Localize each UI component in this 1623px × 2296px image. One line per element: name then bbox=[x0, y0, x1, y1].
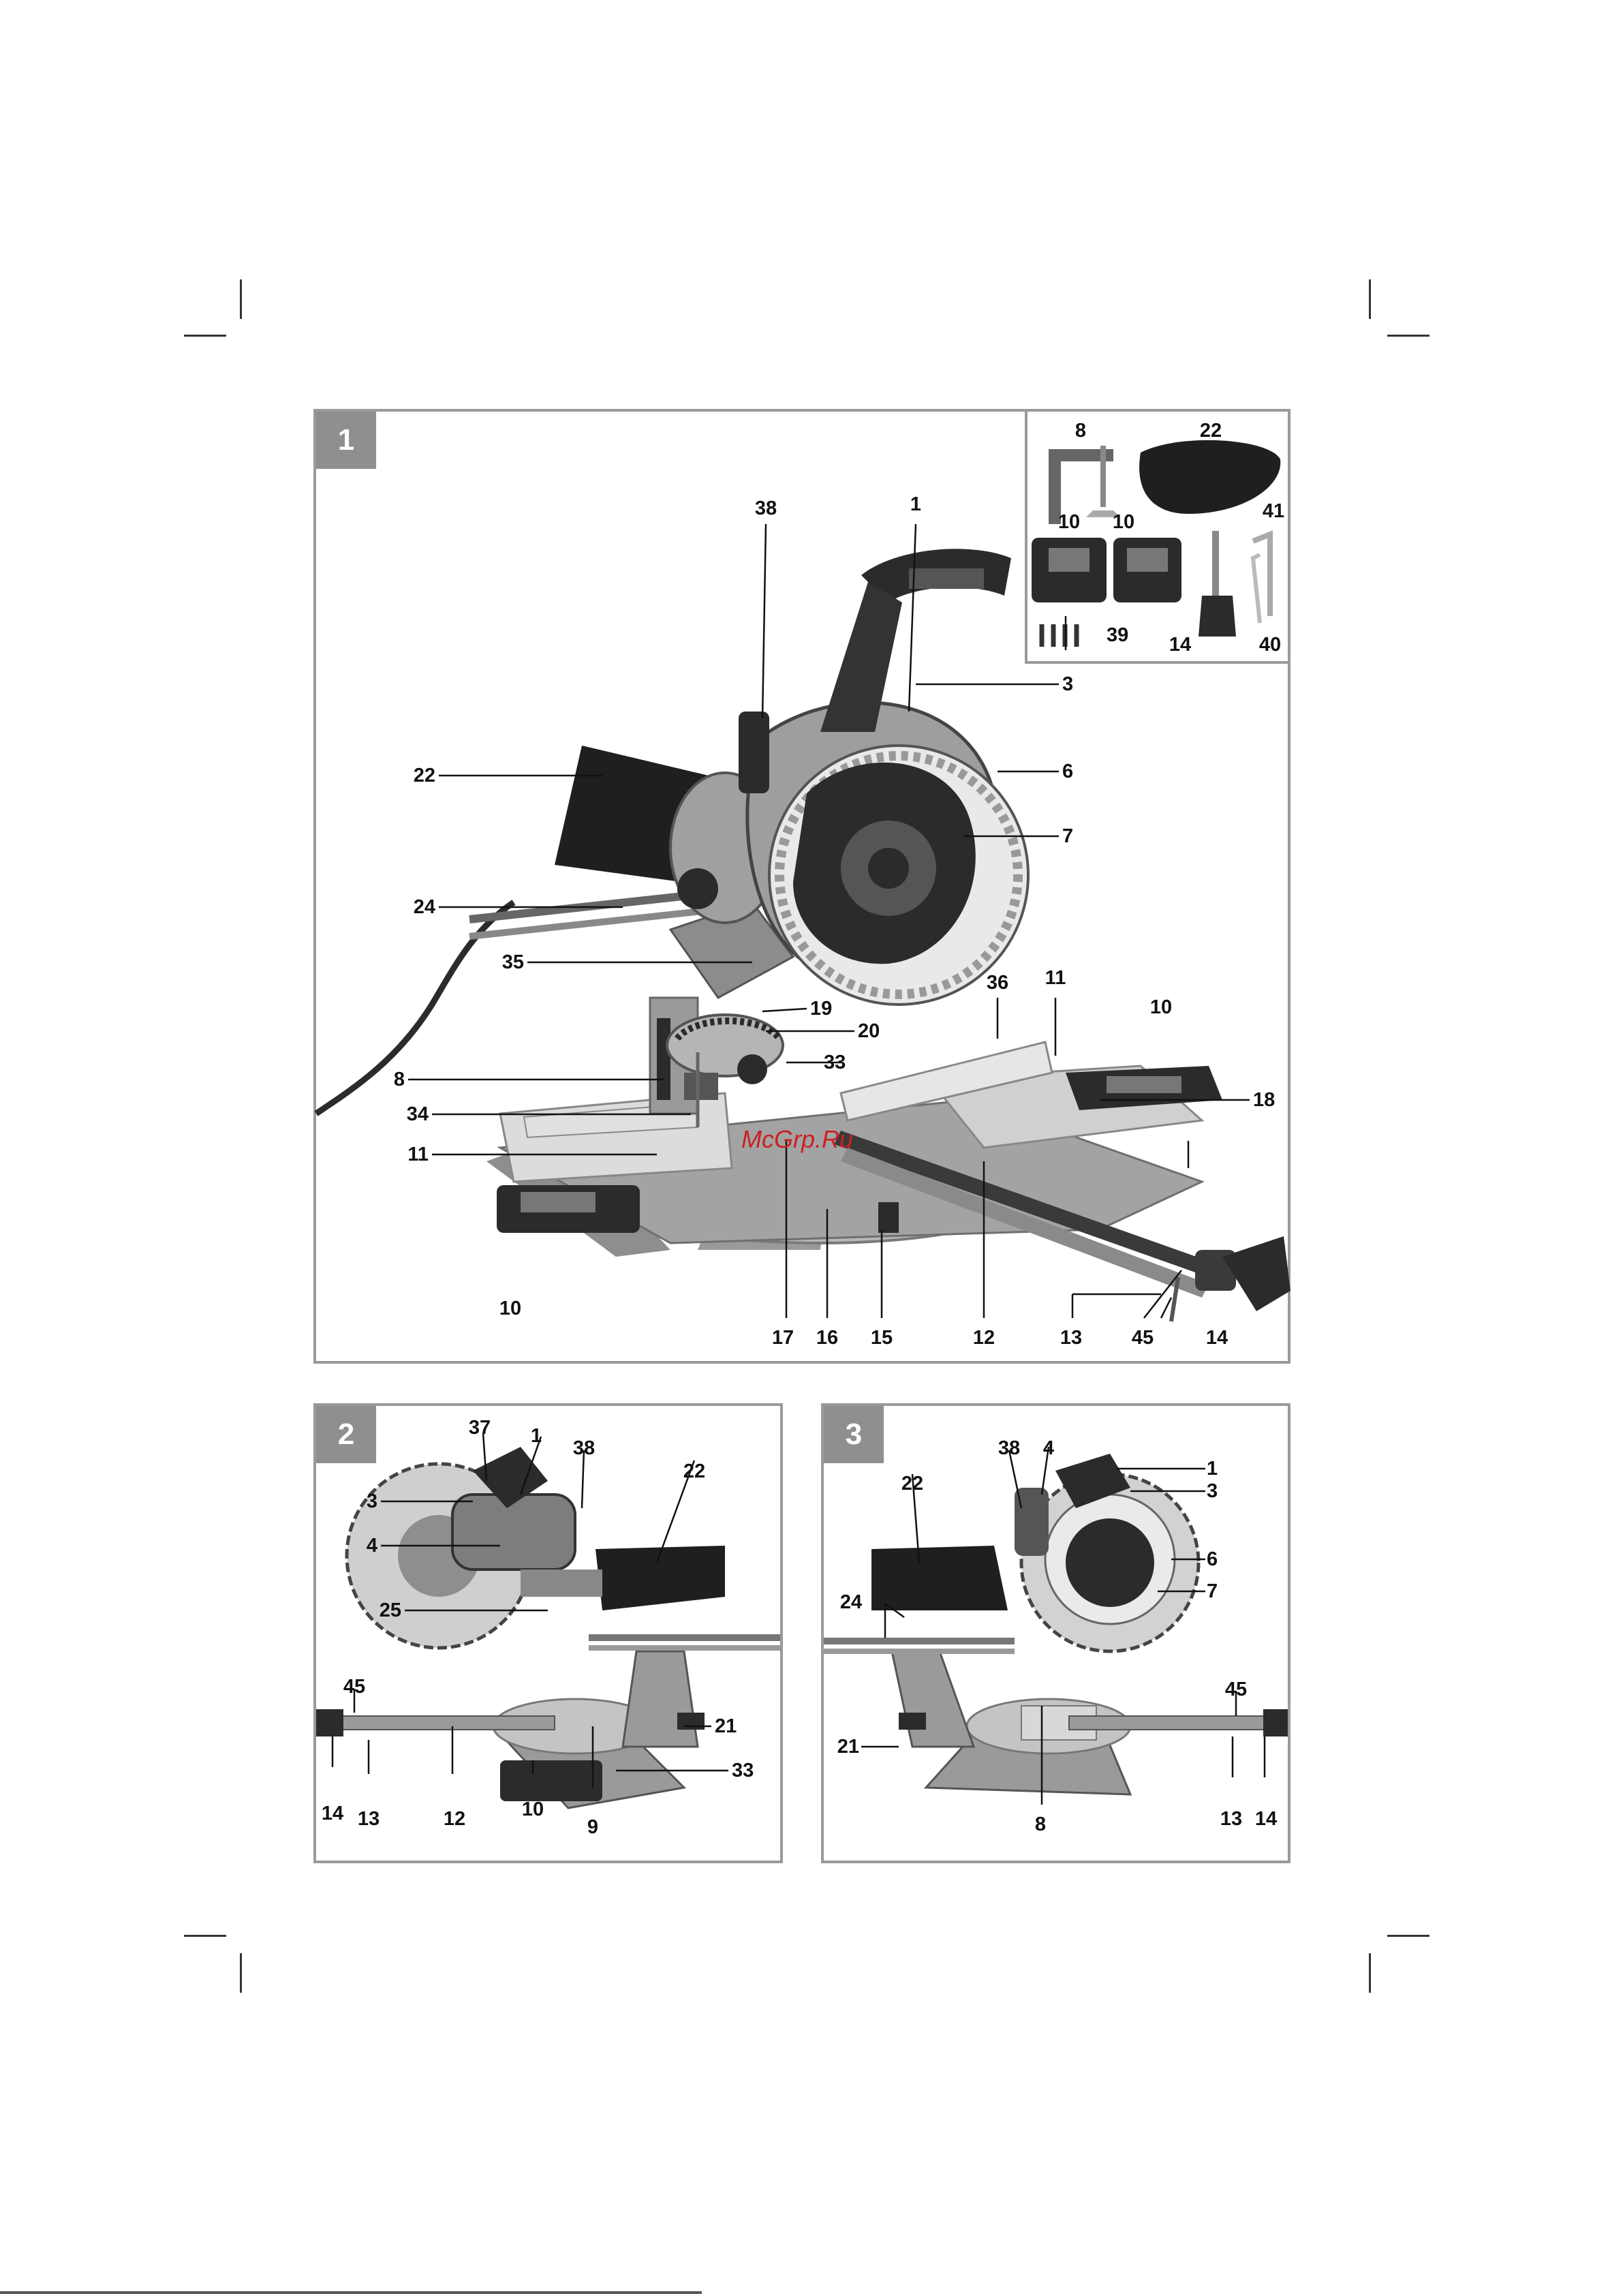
label-10: 10 bbox=[522, 1798, 544, 1821]
label-34: 34 bbox=[407, 1103, 429, 1126]
crop-mark bbox=[1369, 279, 1371, 319]
figure-3-panel: 3 bbox=[821, 1403, 1290, 1863]
label-14: 14 bbox=[1206, 1327, 1228, 1349]
label-1: 1 bbox=[910, 493, 921, 516]
acc-label-41: 41 bbox=[1263, 500, 1284, 523]
crop-mark bbox=[1369, 1953, 1371, 1993]
label-10b: 10 bbox=[499, 1298, 521, 1320]
label-13: 13 bbox=[1060, 1327, 1082, 1349]
acc-label-8: 8 bbox=[1075, 420, 1086, 442]
label-11: 11 bbox=[1045, 967, 1066, 990]
crop-mark bbox=[1387, 335, 1429, 337]
acc-label-22: 22 bbox=[1200, 420, 1222, 442]
figure-1-panel: 1 bbox=[313, 409, 1290, 1364]
label-16: 16 bbox=[816, 1327, 838, 1349]
label-8: 8 bbox=[1035, 1813, 1046, 1836]
label-37: 37 bbox=[469, 1417, 491, 1439]
acc-label-40: 40 bbox=[1259, 634, 1281, 656]
label-33: 33 bbox=[732, 1760, 754, 1782]
label-7: 7 bbox=[1207, 1580, 1218, 1603]
label-7: 7 bbox=[1062, 825, 1073, 848]
label-21: 21 bbox=[837, 1736, 859, 1758]
label-24: 24 bbox=[414, 896, 435, 919]
label-36: 36 bbox=[987, 972, 1008, 994]
label-38: 38 bbox=[755, 498, 777, 520]
label-19: 19 bbox=[810, 998, 832, 1020]
label-12: 12 bbox=[444, 1808, 465, 1831]
crop-mark bbox=[1387, 1935, 1429, 1937]
leader-lines bbox=[824, 1406, 1288, 1861]
crop-mark bbox=[184, 1935, 226, 1937]
label-3: 3 bbox=[1062, 673, 1073, 696]
label-6: 6 bbox=[1207, 1548, 1218, 1571]
acc-label-10a: 10 bbox=[1058, 511, 1080, 534]
label-13: 13 bbox=[1220, 1808, 1242, 1831]
label-38: 38 bbox=[998, 1437, 1020, 1460]
label-15: 15 bbox=[871, 1327, 893, 1349]
bottom-rule bbox=[0, 2291, 702, 2294]
crop-mark bbox=[240, 279, 242, 319]
label-18: 18 bbox=[1253, 1089, 1275, 1112]
figure-2-panel: 2 bbox=[313, 1403, 783, 1863]
label-21: 21 bbox=[715, 1715, 737, 1738]
label-45: 45 bbox=[1225, 1679, 1247, 1701]
label-3: 3 bbox=[1207, 1480, 1218, 1503]
acc-label-10b: 10 bbox=[1113, 511, 1134, 534]
label-4: 4 bbox=[367, 1535, 377, 1557]
label-9: 9 bbox=[587, 1816, 598, 1839]
label-33: 33 bbox=[824, 1052, 846, 1074]
leader-lines bbox=[316, 412, 1288, 1361]
label-13: 13 bbox=[358, 1808, 380, 1831]
label-4: 4 bbox=[1043, 1437, 1054, 1460]
label-35: 35 bbox=[502, 951, 524, 974]
label-11b: 11 bbox=[407, 1144, 429, 1166]
label-45: 45 bbox=[1132, 1327, 1154, 1349]
label-25: 25 bbox=[380, 1599, 401, 1622]
label-24: 24 bbox=[840, 1591, 862, 1614]
acc-label-39: 39 bbox=[1107, 624, 1128, 647]
label-22: 22 bbox=[414, 765, 435, 787]
label-1: 1 bbox=[531, 1425, 542, 1448]
label-22: 22 bbox=[683, 1460, 705, 1483]
label-1: 1 bbox=[1207, 1458, 1218, 1480]
label-10: 10 bbox=[1150, 996, 1172, 1019]
label-14: 14 bbox=[1255, 1808, 1277, 1831]
label-20: 20 bbox=[858, 1020, 880, 1043]
label-14: 14 bbox=[322, 1803, 343, 1825]
acc-label-14: 14 bbox=[1169, 634, 1191, 656]
label-3: 3 bbox=[367, 1490, 377, 1513]
label-8: 8 bbox=[394, 1069, 405, 1091]
label-6: 6 bbox=[1062, 761, 1073, 783]
label-12: 12 bbox=[973, 1327, 995, 1349]
crop-mark bbox=[184, 335, 226, 337]
leader-lines bbox=[316, 1406, 780, 1861]
label-45: 45 bbox=[343, 1676, 365, 1698]
label-38: 38 bbox=[573, 1437, 595, 1460]
crop-mark bbox=[240, 1953, 242, 1993]
watermark-text: McGrp.Ru bbox=[741, 1125, 853, 1154]
label-22: 22 bbox=[901, 1473, 923, 1495]
label-17: 17 bbox=[772, 1327, 794, 1349]
